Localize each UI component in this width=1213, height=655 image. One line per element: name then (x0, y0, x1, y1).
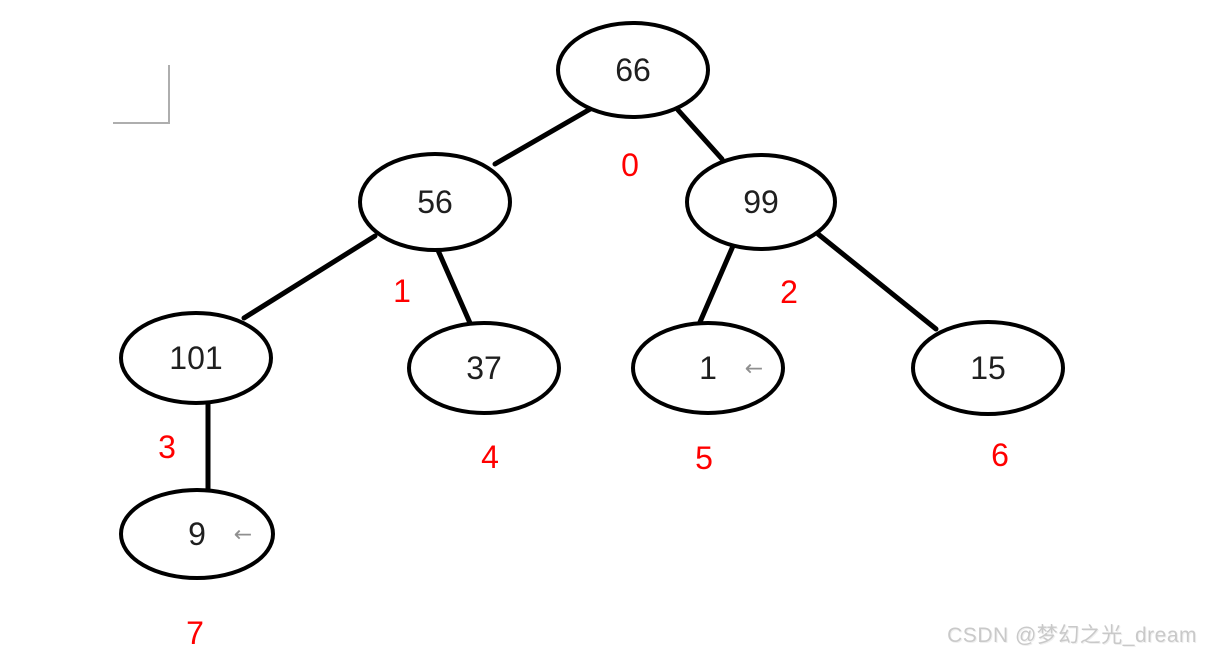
tree-node-value: 99 (743, 184, 779, 220)
text-cursor-arrow-icon: ← (745, 357, 763, 382)
tree-node-value: 56 (417, 184, 453, 220)
tree-edge (675, 107, 725, 162)
tree-edge (815, 231, 939, 332)
text-cursor-arrow-icon: ← (234, 523, 252, 548)
traversal-index-label: 5 (695, 440, 713, 476)
traversal-index-label: 1 (393, 273, 411, 309)
corner-mark (113, 65, 170, 124)
tree-node-ellipse (407, 321, 561, 415)
tree-edge (697, 243, 736, 325)
tree-node-ellipse (119, 311, 273, 405)
tree-node-value: 15 (970, 350, 1006, 386)
tree-edge (434, 245, 473, 326)
tree-edge (241, 233, 378, 321)
tree-node-value: 37 (466, 350, 502, 386)
tree-node-ellipse (556, 21, 710, 119)
traversal-index-label: 7 (186, 615, 204, 651)
tree-node-ellipse (119, 488, 275, 580)
traversal-index-label: 0 (621, 147, 639, 183)
tree-node-value: 66 (615, 52, 651, 88)
tree-node-value: 101 (169, 340, 222, 376)
csdn-watermark: CSDN @梦幻之光_dream (947, 624, 1197, 647)
traversal-index-label: 3 (158, 429, 176, 465)
tree-node-value: 1 (699, 350, 717, 386)
traversal-index-label: 6 (991, 437, 1009, 473)
tree-node-ellipse (358, 152, 512, 252)
tree-node-value: 9 (188, 516, 206, 552)
traversal-index-label: 2 (780, 274, 798, 310)
tree-edge (492, 105, 595, 167)
tree-node-ellipse (685, 153, 837, 251)
tree-node-ellipse (631, 321, 785, 415)
traversal-index-label: 4 (481, 439, 499, 475)
tree-node-ellipse (911, 320, 1065, 416)
